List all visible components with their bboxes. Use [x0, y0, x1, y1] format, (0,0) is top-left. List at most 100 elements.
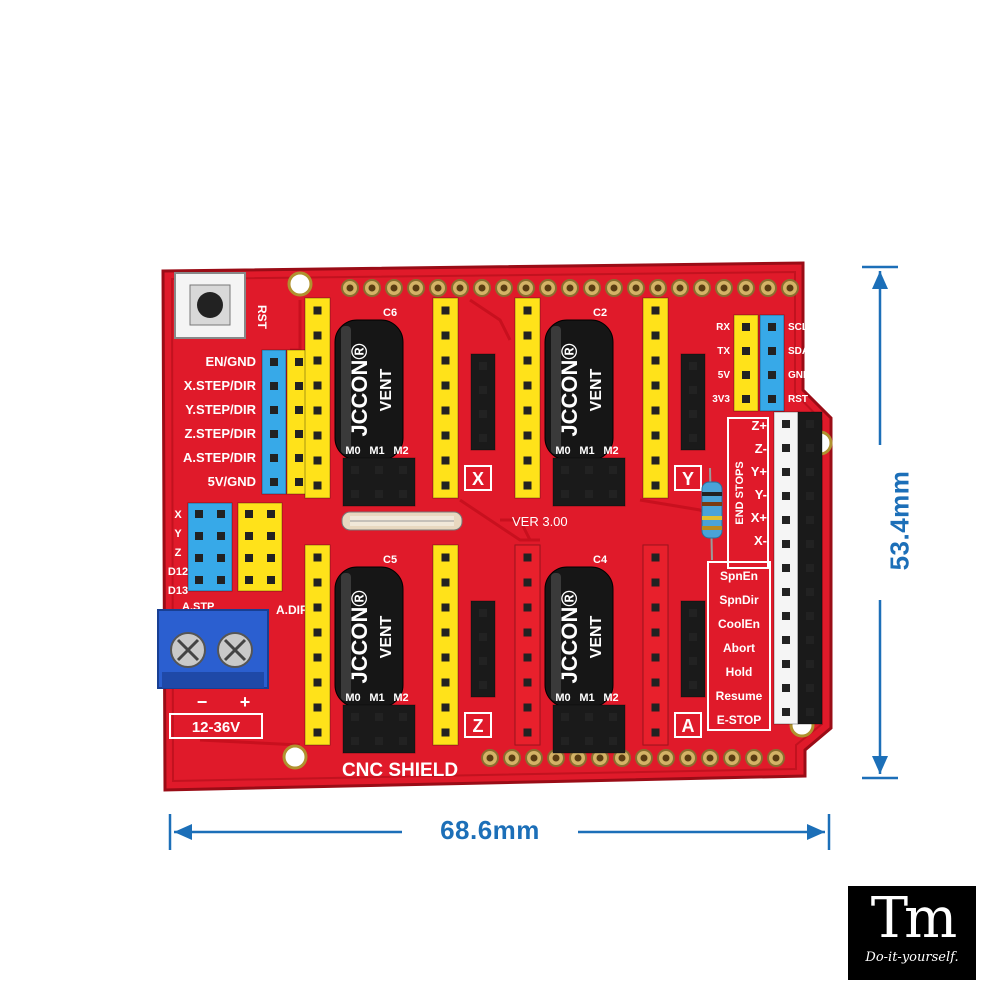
- header-pin: [479, 657, 487, 665]
- header-body: [187, 502, 233, 592]
- header-hole-center: [750, 754, 758, 762]
- header-body: [552, 704, 626, 754]
- driver-left-header: [304, 544, 331, 746]
- microstep-label: M0: [555, 445, 570, 457]
- header-pin: [651, 306, 660, 315]
- header-body: [514, 297, 541, 499]
- power-terminal[interactable]: [157, 609, 269, 689]
- header-hole-center: [566, 284, 574, 292]
- header-pin: [313, 603, 322, 612]
- header-pin: [195, 532, 203, 540]
- width-dimension: [168, 814, 831, 850]
- header-hole-center: [632, 284, 640, 292]
- ground-header: [797, 411, 823, 725]
- microstep-label: M0: [345, 692, 360, 704]
- header-pin: [351, 737, 359, 745]
- header-pin: [267, 576, 275, 584]
- header-body: [432, 544, 459, 746]
- header-pin: [313, 331, 322, 340]
- header-pin: [441, 431, 450, 440]
- header-pin: [441, 331, 450, 340]
- header-pin: [689, 633, 697, 641]
- header-pin: [782, 444, 790, 452]
- header-pin: [267, 554, 275, 562]
- axis-pin-label: 5V/GND: [208, 474, 256, 489]
- header-pin: [523, 331, 532, 340]
- function-label: CoolEn: [718, 617, 760, 631]
- header-pin: [441, 678, 450, 687]
- header-pin: [245, 576, 253, 584]
- header-hole-center: [390, 284, 398, 292]
- header-hole-center: [508, 754, 516, 762]
- header-pin: [270, 406, 278, 414]
- header-hole-center: [742, 284, 750, 292]
- header-pin: [523, 578, 532, 587]
- header-pin: [651, 406, 660, 415]
- axis-pin-label: Y.STEP/DIR: [185, 402, 256, 417]
- header-pin: [479, 410, 487, 418]
- header-pin: [806, 708, 814, 716]
- microstep-label: M2: [603, 445, 618, 457]
- header-pin: [585, 466, 593, 474]
- driver-left-header: [514, 544, 541, 746]
- header-pin: [523, 456, 532, 465]
- axis-label-box: [464, 712, 492, 738]
- header-pin: [742, 347, 750, 355]
- header-body: [342, 704, 416, 754]
- header-pin: [782, 660, 790, 668]
- mounting-hole: [287, 271, 313, 297]
- capacitor-vent: VENT: [588, 368, 605, 411]
- header-pin: [523, 703, 532, 712]
- header-pin: [375, 466, 383, 474]
- driver-right-header: [642, 544, 669, 746]
- header-hole-center: [764, 284, 772, 292]
- header-pin: [267, 532, 275, 540]
- header-pin: [523, 603, 532, 612]
- header-pin: [742, 323, 750, 331]
- height-dimension-label: 53.4mm: [884, 470, 915, 571]
- header-pin: [806, 564, 814, 572]
- header-hole-center: [434, 284, 442, 292]
- header-pin: [399, 737, 407, 745]
- header-pin: [375, 713, 383, 721]
- header-hole-center: [720, 284, 728, 292]
- header-pin: [609, 713, 617, 721]
- header-pin: [523, 406, 532, 415]
- header-body: [304, 297, 331, 499]
- header-pin: [561, 713, 569, 721]
- header-pin: [782, 492, 790, 500]
- capacitor-brand: JCCON®: [347, 590, 372, 683]
- mounting-hole: [282, 744, 308, 770]
- header-pin: [523, 553, 532, 562]
- header-pin: [782, 708, 790, 716]
- header-pin: [295, 454, 303, 462]
- header-pin: [441, 381, 450, 390]
- a-dir-label: A.DIR: [276, 603, 309, 617]
- microstep-label: M1: [369, 692, 384, 704]
- header-pin: [195, 576, 203, 584]
- capacitor-ref: C6: [383, 307, 397, 319]
- header-pin: [441, 653, 450, 662]
- header-pin: [523, 431, 532, 440]
- axis-label: X: [472, 469, 484, 489]
- board-title: CNC SHIELD: [342, 760, 458, 781]
- endstop-function-panel: END STOPSZ+Z-Y+Y-X+X-SpnEnSpnDirCoolEnAb…: [707, 411, 823, 731]
- header-hole-center: [500, 284, 508, 292]
- header-pin: [375, 737, 383, 745]
- reset-button[interactable]: [174, 272, 246, 339]
- capacitor-brand: JCCON®: [557, 590, 582, 683]
- header-pin: [585, 737, 593, 745]
- header-pin: [313, 628, 322, 637]
- header-body: [642, 544, 669, 746]
- header-pin: [768, 371, 776, 379]
- driver-right-header: [642, 297, 669, 499]
- header-pin: [313, 678, 322, 687]
- header-body: [432, 297, 459, 499]
- endstop-label: Z+: [751, 418, 767, 433]
- motor-header: [470, 353, 496, 451]
- header-hole-center: [786, 284, 794, 292]
- header-pin: [806, 684, 814, 692]
- i2c-label: SDA: [788, 346, 809, 357]
